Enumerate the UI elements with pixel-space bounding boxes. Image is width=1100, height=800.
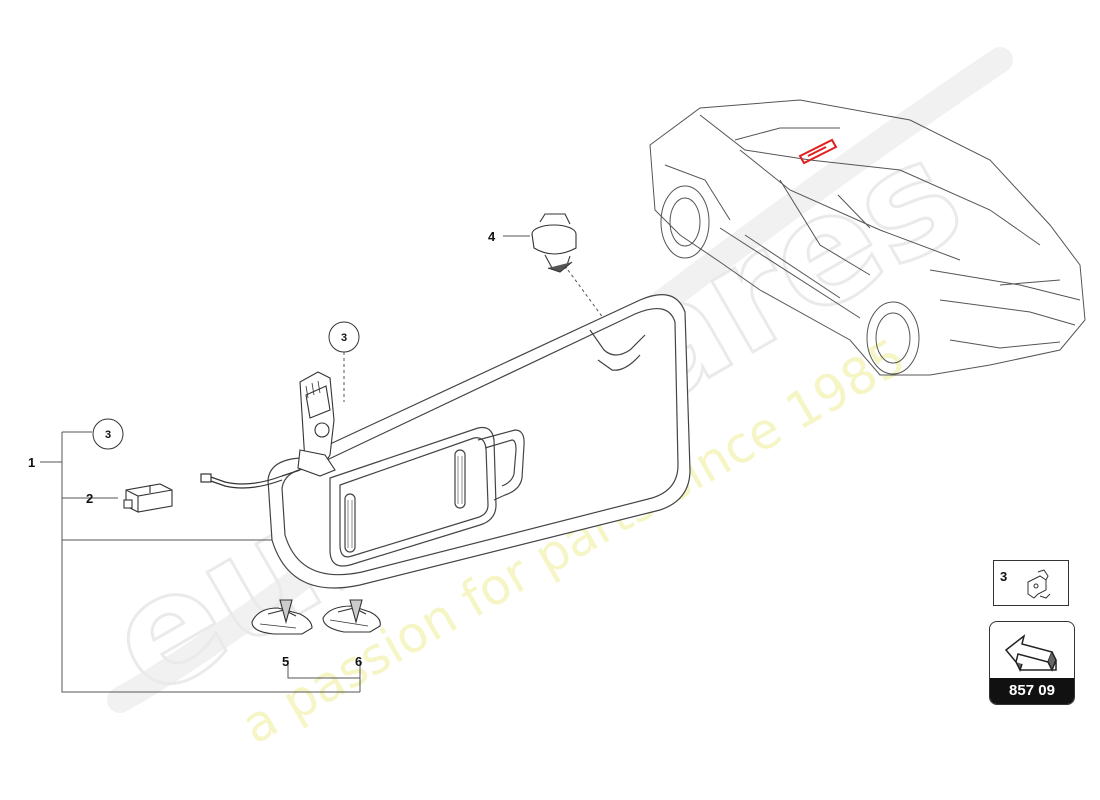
visor-clip-right <box>322 599 381 633</box>
visor-hinge <box>297 371 336 477</box>
detail-reference-label: 3 <box>1000 569 1008 584</box>
callout-3-left: 3 <box>92 418 124 450</box>
connector-part <box>123 483 173 513</box>
callout-2: 2 <box>86 491 93 506</box>
mounting-clip <box>531 213 577 273</box>
sun-visor-highlight <box>798 138 838 165</box>
visor-clip-left <box>251 599 313 635</box>
visor-wire <box>200 469 301 489</box>
callout-1: 1 <box>28 455 35 470</box>
leader-lines <box>40 235 613 693</box>
callout-6: 6 <box>355 654 362 669</box>
svg-text:3: 3 <box>341 332 347 344</box>
vehicle-outline <box>649 99 1086 376</box>
sun-visor <box>267 294 691 589</box>
bracket-detail-icon <box>1027 569 1051 599</box>
callout-4: 4 <box>488 229 496 244</box>
arrow-icon <box>1004 634 1057 672</box>
callout-3-top: 3 <box>328 321 360 353</box>
page-reference-code: 857 09 <box>990 678 1074 704</box>
detail-reference-box: 3 <box>993 560 1069 606</box>
page-reference-box[interactable]: 857 09 <box>989 621 1075 705</box>
callout-5: 5 <box>282 654 289 669</box>
svg-text:3: 3 <box>105 429 111 441</box>
